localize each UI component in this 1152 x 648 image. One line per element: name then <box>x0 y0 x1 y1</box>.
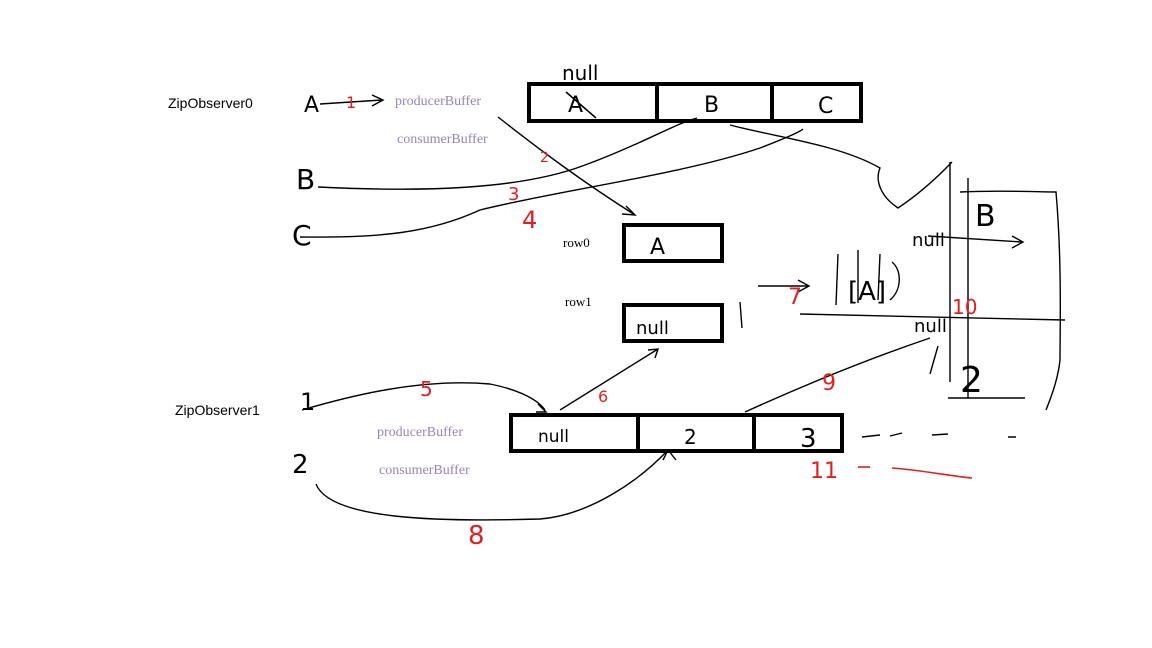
row1-box <box>622 303 724 343</box>
source0-item-c: C <box>292 219 312 252</box>
right-2-text: 2 <box>960 360 983 401</box>
queue1-cell-3: 3 <box>800 424 817 454</box>
zip-observer-1-label: ZipObserver1 <box>175 402 260 418</box>
right-null-mid-text: null <box>914 316 947 337</box>
step-8: 8 <box>468 521 485 551</box>
queue-1 <box>509 413 844 453</box>
queue1-cell-2: 2 <box>684 425 697 449</box>
queue1-cell-null: null <box>538 427 569 447</box>
step-4: 4 <box>522 206 537 234</box>
zip-observer-0-label: ZipObserver0 <box>168 95 253 111</box>
step-3: 3 <box>508 184 519 205</box>
producer-buffer-0-label: producerBuffer <box>395 94 482 109</box>
red-dashes <box>858 466 973 479</box>
source0-item-b: B <box>296 163 315 196</box>
source1-item-2: 2 <box>292 450 309 480</box>
step-9: 9 <box>822 371 836 396</box>
row0-label: row0 <box>563 235 590 250</box>
step-5: 5 <box>420 377 433 401</box>
right-b-text: B <box>975 199 996 234</box>
step-7: 7 <box>788 285 802 310</box>
step-10: 10 <box>952 295 977 319</box>
consumer-buffer-0-label: consumerBuffer <box>397 132 488 147</box>
queue-0 <box>527 82 863 123</box>
result-box-text: [A] <box>848 277 886 307</box>
source0-item-a: A <box>304 93 319 118</box>
producer-buffer-1-label: producerBuffer <box>377 425 464 440</box>
null-top-text: null <box>562 61 598 85</box>
cross-out-mark <box>565 91 597 119</box>
row1-label: row1 <box>565 294 592 309</box>
row0-box <box>622 223 724 263</box>
queue0-cell-b: B <box>704 93 719 118</box>
right-null-top-text: null <box>912 230 945 251</box>
row0-value: A <box>650 235 665 260</box>
step-2: 2 <box>540 150 549 166</box>
step-numbers: 1 2 3 4 5 6 7 8 9 10 11 <box>346 93 977 551</box>
consumer-buffer-1-label: consumerBuffer <box>379 463 470 478</box>
step-11: 11 <box>810 459 838 484</box>
row1-value: null <box>636 318 669 339</box>
source1-item-1: 1 <box>300 388 315 416</box>
step-6: 6 <box>598 387 608 406</box>
queue0-cell-a: A <box>568 93 583 118</box>
connector-curves <box>299 94 1066 521</box>
queue0-cell-c: C <box>818 94 833 119</box>
step-1: 1 <box>346 93 356 112</box>
